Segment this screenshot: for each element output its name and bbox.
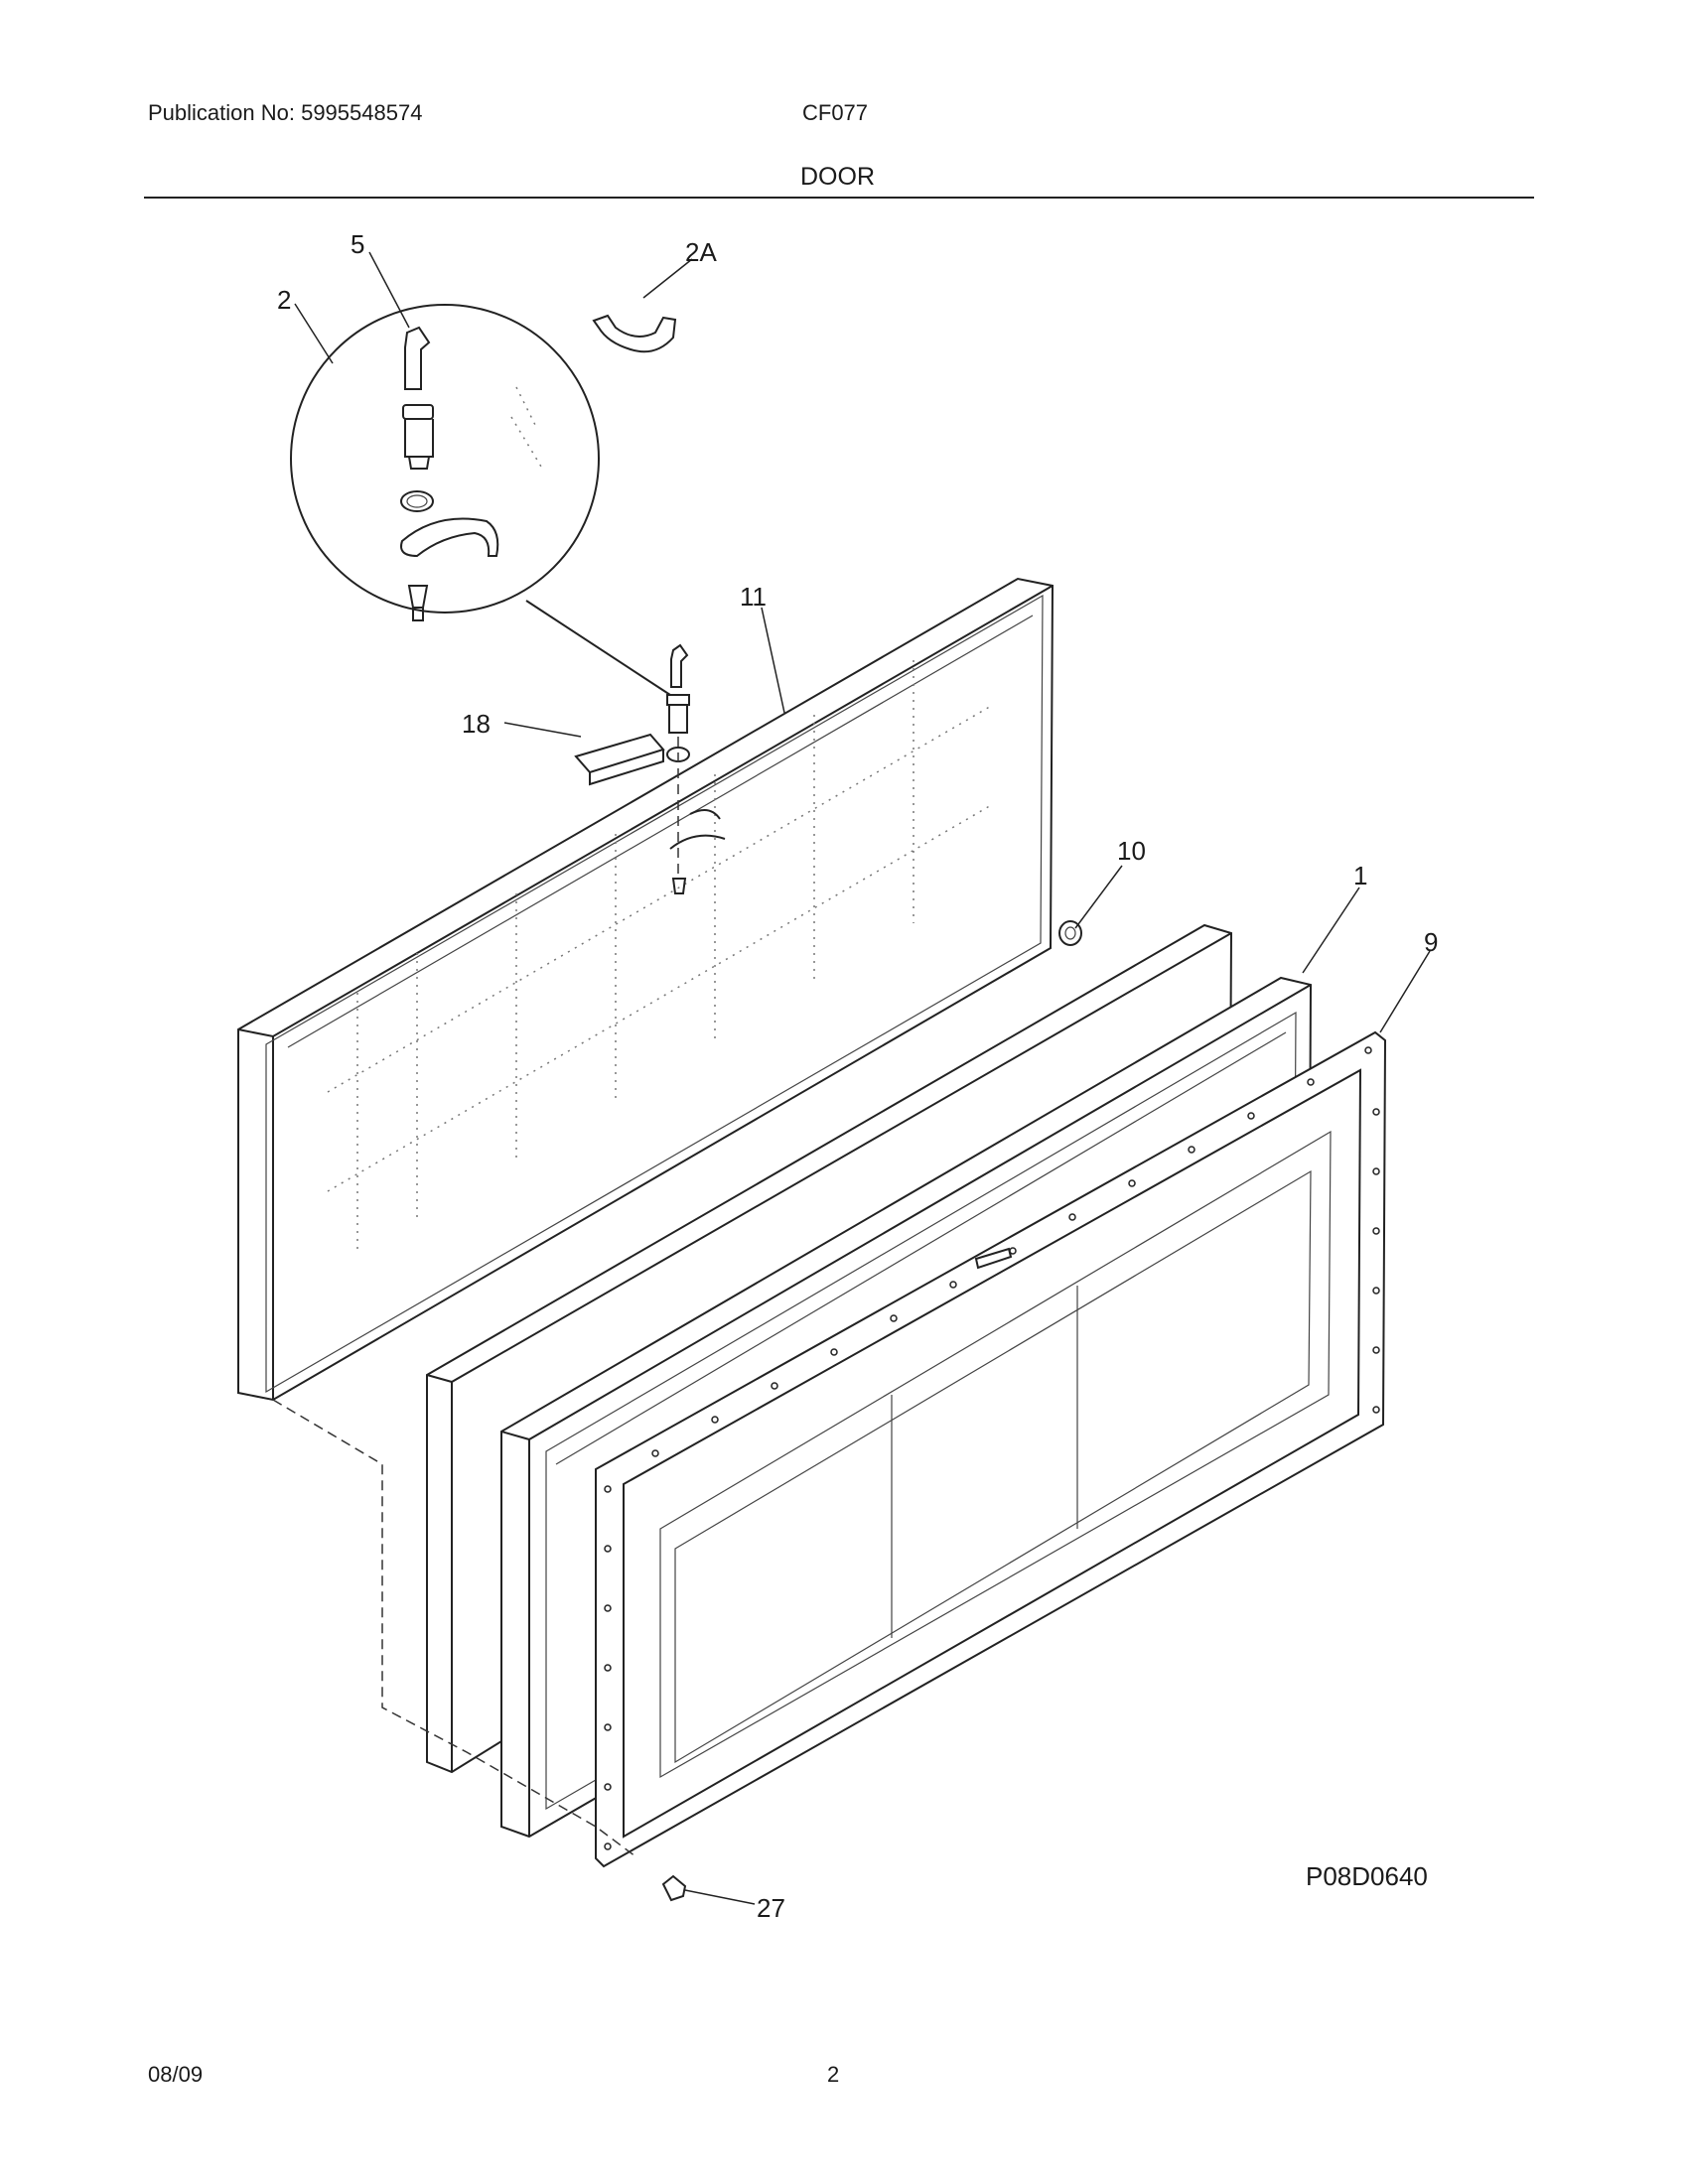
callout-10: 10 bbox=[1117, 836, 1146, 866]
alignment-line bbox=[272, 1399, 636, 1857]
callout-18: 18 bbox=[462, 709, 491, 739]
callout-2: 2 bbox=[277, 285, 291, 315]
clip-2a bbox=[592, 314, 677, 353]
screw-27 bbox=[661, 1874, 687, 1902]
door-outer-panel bbox=[237, 577, 1055, 1402]
section-title: DOOR bbox=[800, 163, 875, 191]
callout-11: 11 bbox=[740, 582, 767, 612]
leader-lines bbox=[294, 251, 1431, 1905]
handle-18 bbox=[574, 733, 665, 786]
hinge-detail-circle bbox=[290, 304, 671, 696]
page-number: 2 bbox=[827, 2062, 840, 2087]
figure-code: P08D0640 bbox=[1306, 1861, 1428, 1891]
callout-5: 5 bbox=[351, 229, 364, 259]
model-number: CF077 bbox=[802, 100, 869, 125]
callout-27: 27 bbox=[757, 1893, 785, 1923]
callout-2a: 2A bbox=[685, 237, 717, 267]
callout-9: 9 bbox=[1424, 927, 1438, 957]
callout-1: 1 bbox=[1353, 861, 1367, 890]
door-liner-9 bbox=[595, 1030, 1387, 1868]
publication-number: Publication No: 5995548574 bbox=[148, 100, 423, 125]
bumper-10 bbox=[1058, 920, 1082, 946]
footer-date: 08/09 bbox=[148, 2062, 204, 2087]
header-divider bbox=[144, 197, 1534, 199]
lock-assembly bbox=[666, 643, 726, 894]
